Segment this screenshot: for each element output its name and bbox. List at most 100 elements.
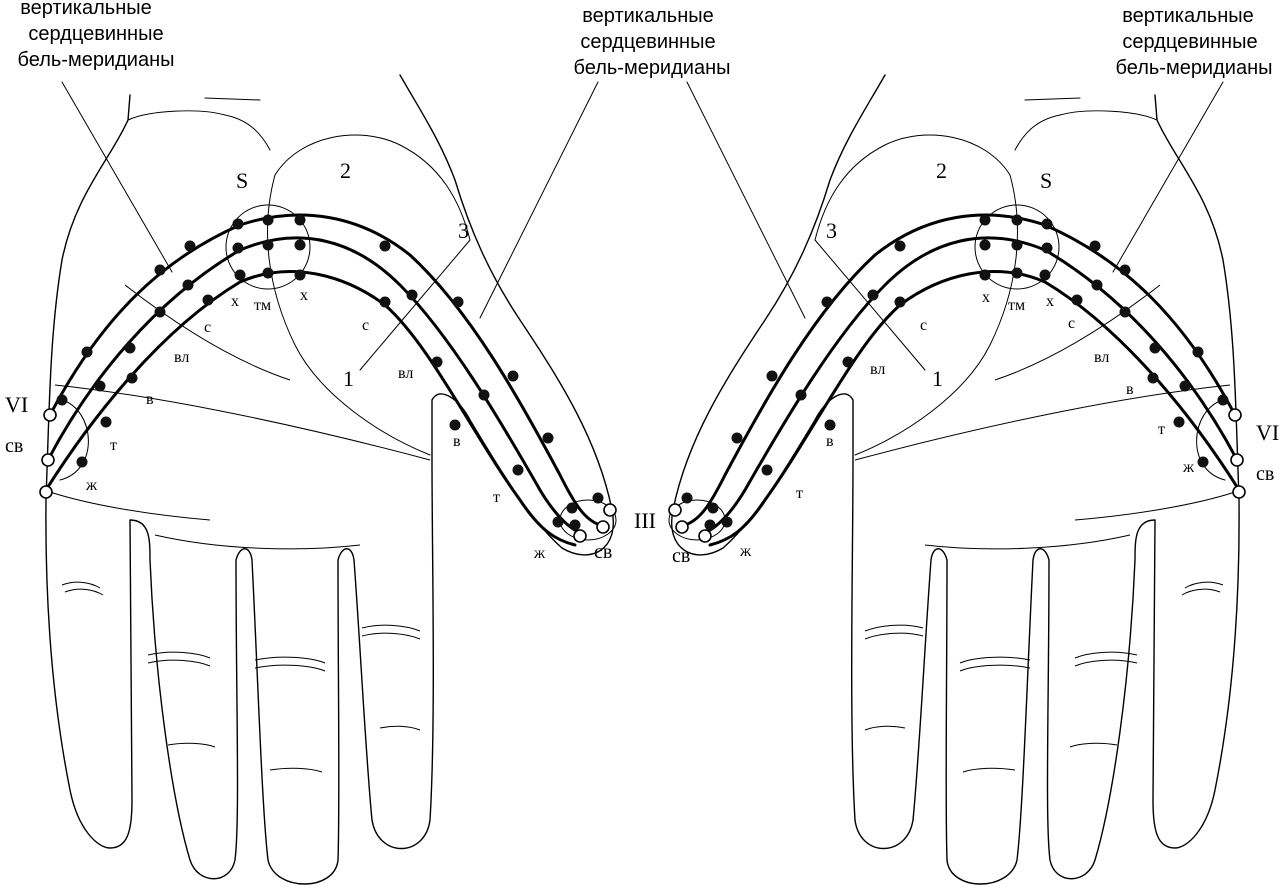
left-label-v: в bbox=[146, 391, 154, 408]
meridian-point bbox=[1179, 380, 1191, 392]
meridian-point bbox=[449, 419, 461, 431]
meridian-point bbox=[1147, 372, 1159, 384]
left-hand-outline bbox=[45, 74, 614, 885]
right-palm-top-short bbox=[1024, 97, 1081, 101]
left-finger-crease bbox=[147, 659, 211, 667]
center-caption-pointer bbox=[479, 81, 599, 319]
left-finger-crease bbox=[379, 725, 421, 731]
open-point bbox=[675, 520, 689, 534]
meridian-point bbox=[1192, 346, 1204, 358]
left-crease-2 bbox=[124, 284, 291, 381]
meridian-point bbox=[1011, 239, 1023, 251]
meridian-point bbox=[552, 516, 564, 528]
meridian-point bbox=[202, 294, 214, 306]
left-finger-crease bbox=[269, 767, 323, 773]
right-finger-crease bbox=[1074, 659, 1138, 667]
left-label1-pointer bbox=[359, 239, 471, 371]
meridian-point bbox=[100, 416, 112, 428]
meridian-point bbox=[262, 239, 274, 251]
meridian-point bbox=[894, 296, 906, 308]
right-label-s-right: с bbox=[1068, 315, 1075, 332]
right-crease-4 bbox=[924, 534, 1131, 550]
right-label-vl-thumb: вл bbox=[870, 361, 885, 378]
meridian-point bbox=[1041, 218, 1053, 230]
right-meridian-points bbox=[681, 214, 1229, 531]
meridian-point bbox=[1173, 416, 1185, 428]
right-finger-crease bbox=[1184, 581, 1224, 589]
left-finger-crease bbox=[147, 651, 211, 659]
right-label-v: в bbox=[1126, 381, 1134, 398]
right-label-kh-right: х bbox=[1046, 293, 1054, 310]
meridian-point bbox=[507, 370, 519, 382]
meridian-point bbox=[154, 264, 166, 276]
left-label-sv: св bbox=[5, 435, 23, 457]
meridian-point bbox=[894, 240, 906, 252]
right-finger-crease bbox=[864, 624, 924, 632]
meridian-point bbox=[232, 218, 244, 230]
right-label-1: 1 bbox=[932, 366, 943, 391]
right-label1-pointer bbox=[814, 239, 926, 371]
caption-center: вертикальные сердцевинные бель-меридианы bbox=[574, 5, 731, 79]
open-point bbox=[573, 529, 587, 543]
left-finger-crease bbox=[361, 624, 421, 632]
meridian-point bbox=[731, 432, 743, 444]
meridian-point bbox=[1091, 279, 1103, 291]
left-vi-loop bbox=[59, 399, 89, 481]
meridian-point bbox=[542, 432, 554, 444]
left-crease-1 bbox=[54, 384, 431, 461]
open-point bbox=[41, 453, 55, 467]
left-label-v-thumb: в bbox=[453, 433, 461, 450]
open-point bbox=[596, 520, 610, 534]
meridian-point bbox=[154, 306, 166, 318]
meridian-point bbox=[379, 296, 391, 308]
left-label-vl-thumb: вл bbox=[398, 365, 413, 382]
right-finger-crease bbox=[1069, 742, 1118, 748]
right-label-vl: вл bbox=[1094, 349, 1109, 366]
left-open-points bbox=[39, 408, 617, 543]
left-finger-crease bbox=[61, 581, 101, 589]
right-label-zh: ж bbox=[1182, 459, 1195, 476]
meridian-point bbox=[821, 296, 833, 308]
caption-left: вертикальные сердцевинные бель-меридианы bbox=[18, 0, 175, 71]
left-label-t: т bbox=[110, 437, 117, 454]
meridian-point bbox=[707, 502, 719, 514]
meridian-point bbox=[1149, 342, 1161, 354]
right-hand-labels: S 2 3 1 VI св ж т в вл с х тм х с вл в т… bbox=[672, 158, 1279, 567]
meridian-point bbox=[512, 464, 524, 476]
meridian-point bbox=[766, 370, 778, 382]
meridian-point bbox=[478, 389, 490, 401]
left-label-s: S bbox=[236, 168, 248, 193]
right-thumb-base-curve bbox=[854, 174, 1018, 456]
left-meridian-2 bbox=[48, 213, 602, 527]
right-label-3: 3 bbox=[826, 218, 837, 243]
right-label-t-thumb: т bbox=[796, 485, 803, 502]
left-palm-top-short bbox=[204, 97, 261, 101]
right-label-s: S bbox=[1040, 168, 1052, 193]
right-thenar-line bbox=[814, 134, 1011, 241]
right-meridian-1 bbox=[708, 270, 1241, 547]
left-caption-pointer bbox=[61, 81, 173, 273]
right-meridian-3 bbox=[698, 236, 1239, 537]
open-point bbox=[603, 503, 617, 517]
meridian-point bbox=[452, 296, 464, 308]
left-label-tm: тм bbox=[254, 297, 271, 314]
right-crease-1 bbox=[854, 384, 1231, 461]
left-s-circle bbox=[225, 204, 311, 290]
meridian-point bbox=[795, 389, 807, 401]
caption-center-line-1: вертикальные bbox=[582, 5, 713, 27]
left-label-vl: вл bbox=[174, 349, 189, 366]
meridian-point bbox=[182, 279, 194, 291]
right-meridian-2 bbox=[683, 213, 1237, 527]
right-label-v-thumb: в bbox=[826, 433, 834, 450]
caption-left-line-1: вертикальные bbox=[20, 0, 151, 19]
meridian-point bbox=[1197, 456, 1209, 468]
left-label-vi: VI bbox=[5, 392, 28, 417]
open-point bbox=[698, 529, 712, 543]
left-label-kh-left: х bbox=[231, 293, 239, 310]
meridian-point bbox=[979, 239, 991, 251]
right-label-zh-tip: ж bbox=[739, 543, 752, 560]
meridian-point bbox=[761, 464, 773, 476]
right-label-t: т bbox=[1158, 421, 1165, 438]
meridian-point bbox=[1119, 306, 1131, 318]
caption-center-line-3: бель-меридианы bbox=[574, 57, 731, 79]
